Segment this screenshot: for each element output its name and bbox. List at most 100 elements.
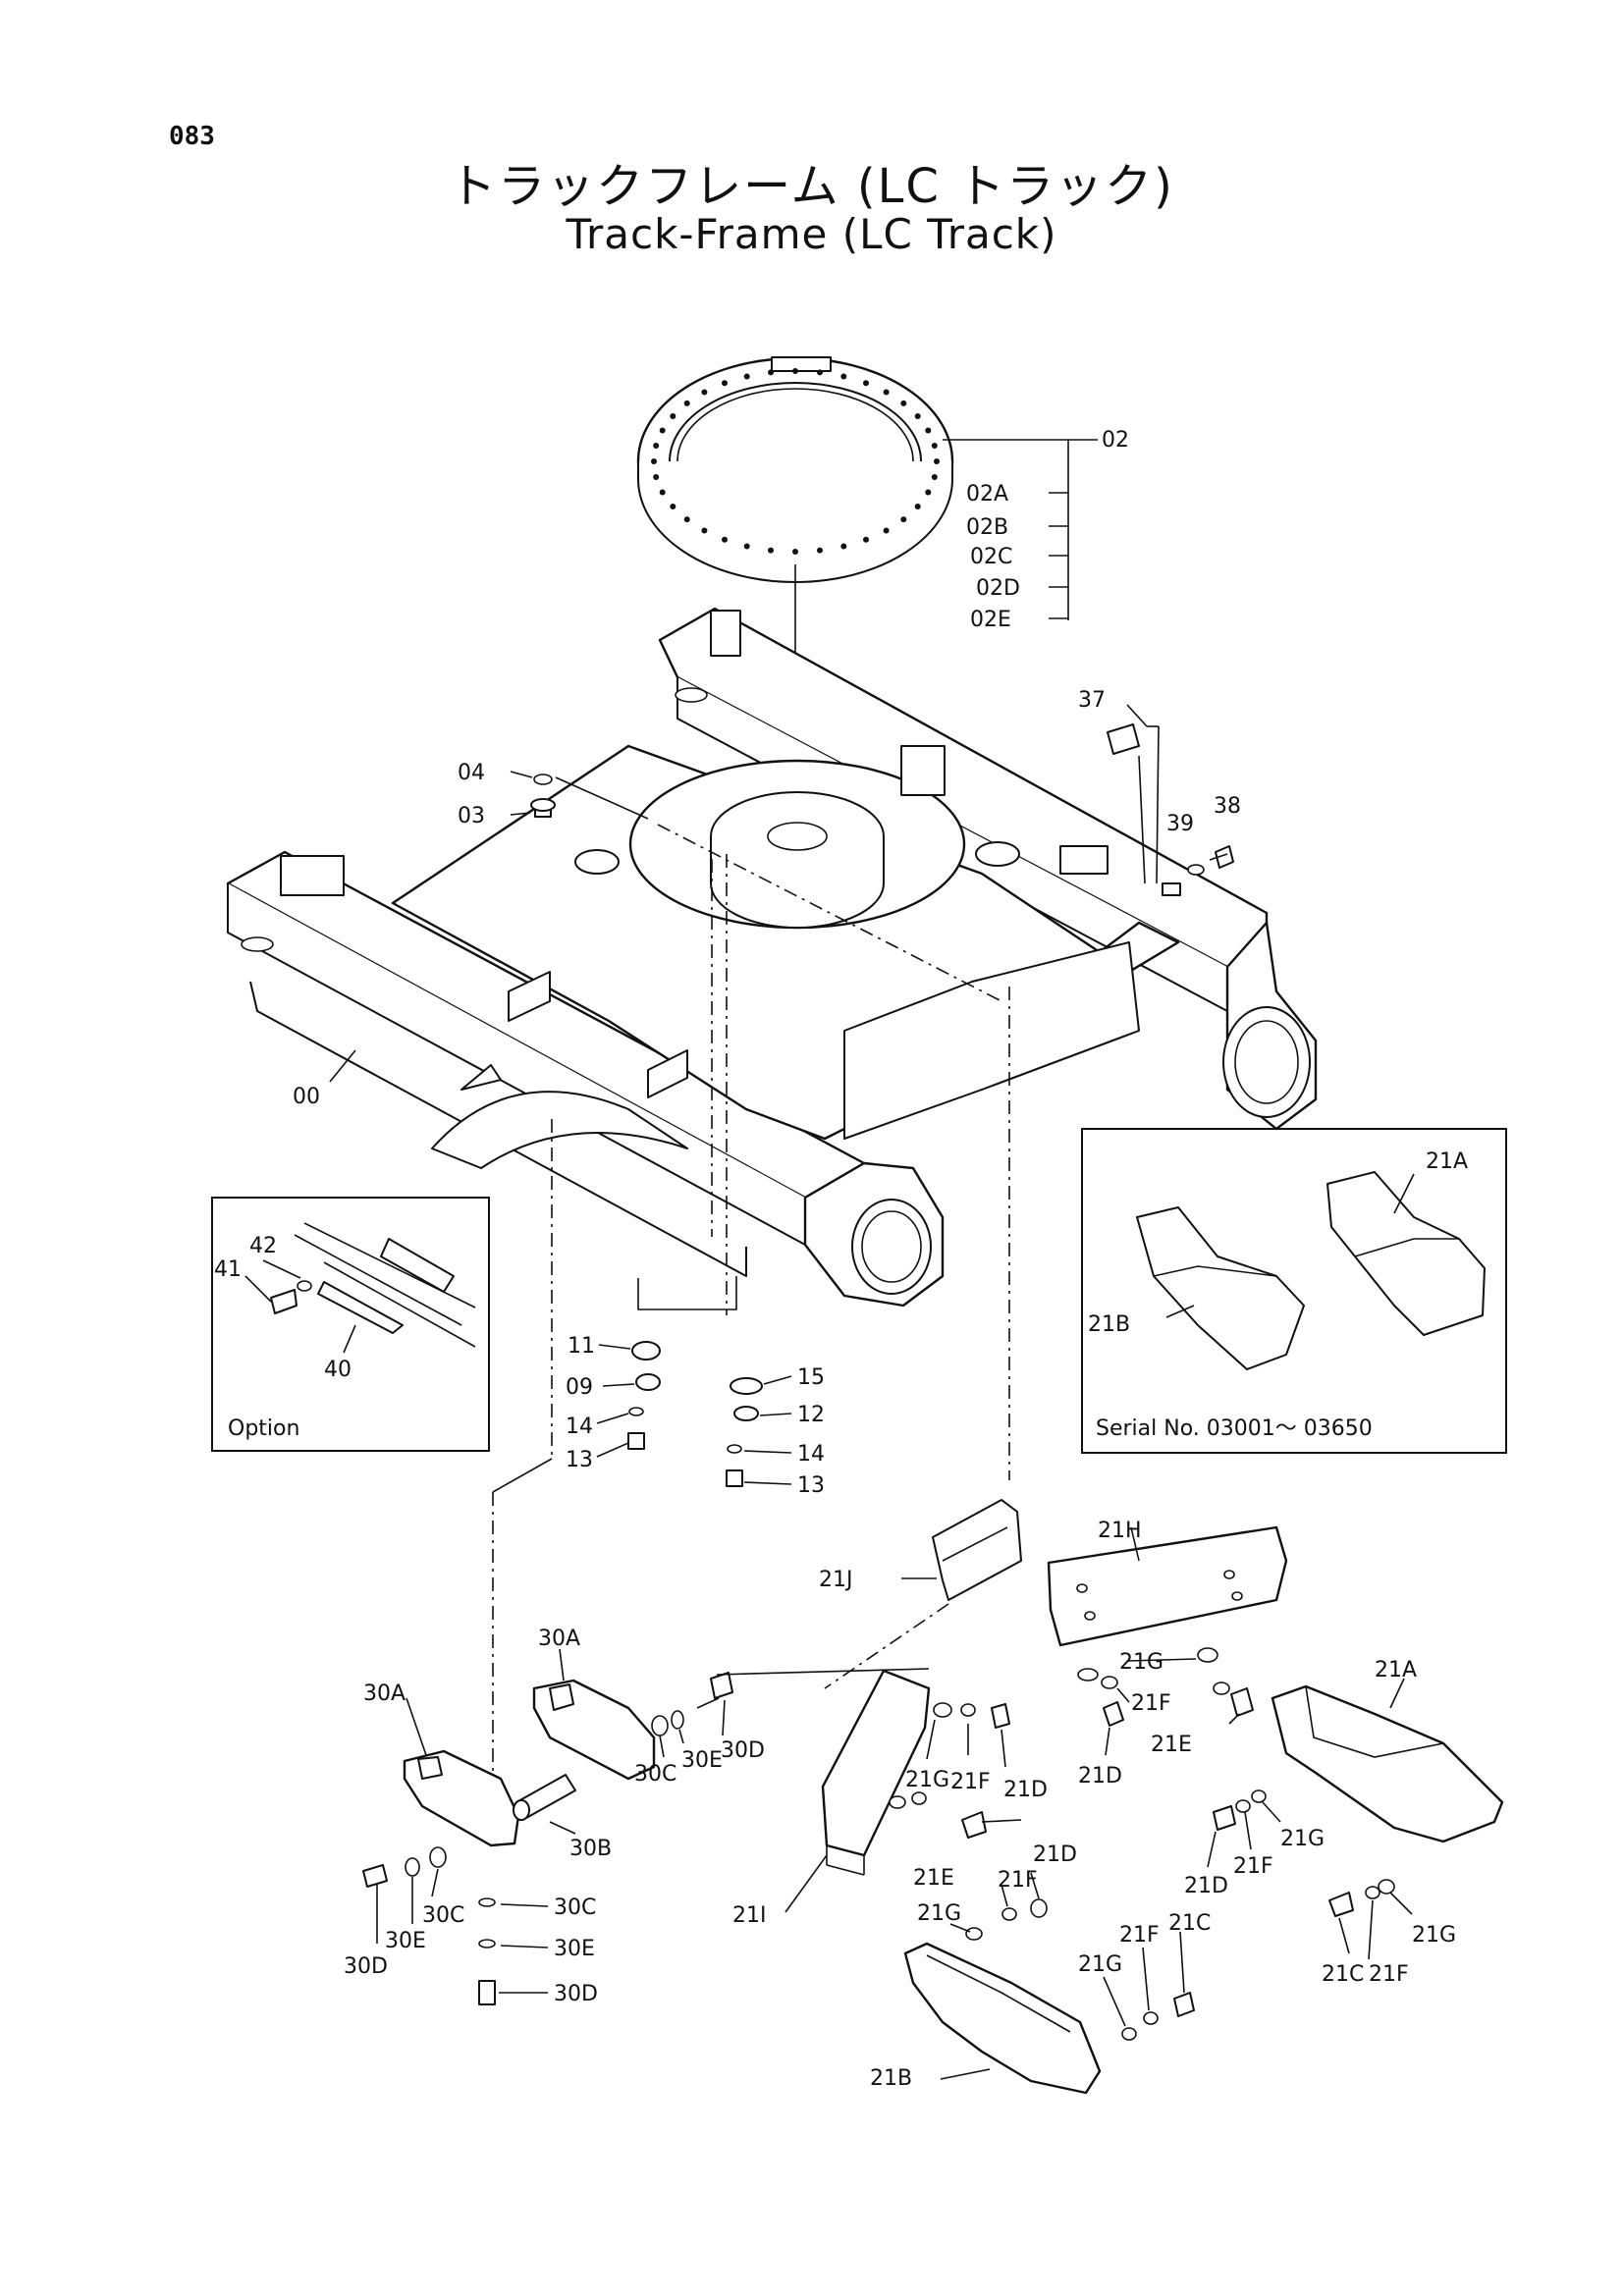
callout-label: 00: [293, 1085, 320, 1109]
ring-bolt-hole: [863, 380, 869, 387]
callout-label: 21G: [1412, 1923, 1456, 1948]
callout-label: 14: [797, 1442, 825, 1467]
callout-label: 21F: [1131, 1691, 1171, 1716]
callout-label: 13: [797, 1473, 825, 1498]
callout-label: 21G: [917, 1901, 961, 1926]
assembly-21B-lower: 21D 21F 21G 21G 21F 21C 21B: [870, 1842, 1211, 2095]
ring-bolt-hole: [768, 547, 774, 554]
ring-bolt-hole: [931, 474, 938, 480]
ring-bolt-hole: [701, 527, 708, 534]
callout-label: 30A: [363, 1682, 406, 1706]
ring-bolt-hole: [792, 549, 798, 555]
callout-label: 21E: [1151, 1733, 1192, 1757]
callout-label: 02B: [966, 515, 1008, 540]
ring-bolt-hole: [651, 458, 657, 464]
ring-bolt-hole: [743, 543, 750, 550]
ring-bolt-hole: [683, 400, 690, 406]
option-label-42: 42: [249, 1234, 277, 1258]
callout-label: 21D: [1078, 1764, 1122, 1789]
ring-bolt-hole: [900, 400, 907, 406]
ring-bolt-hole: [914, 504, 921, 509]
ring-bolt-hole: [925, 427, 932, 434]
callout-label: 30B: [569, 1837, 612, 1861]
callout-label: 21A: [1375, 1658, 1417, 1682]
assembly-21A-lower: 21A 21D 21F 21G 21C 21F 21G: [1184, 1658, 1504, 1987]
ring-bolt-hole: [863, 536, 869, 543]
serial-label-21a: 21A: [1426, 1149, 1468, 1174]
callout-label: 09: [566, 1375, 593, 1400]
option-label-41: 41: [214, 1257, 242, 1282]
callout-label: 15: [797, 1365, 825, 1390]
track-frame-body: [226, 607, 1318, 1308]
assembly-21I: 21G 21F 21D 21E 21I: [716, 1668, 1048, 1928]
callout-04-03: 04 03: [458, 761, 649, 828]
ring-bolt-hole: [701, 389, 708, 396]
ring-bolt-hole: [883, 527, 890, 534]
ring-bolt-hole: [925, 489, 932, 496]
ring-bolt-hole: [683, 516, 690, 523]
callout-label: 02E: [970, 608, 1011, 632]
ring-bolt-hole: [792, 368, 798, 374]
callout-00: 00: [293, 1049, 356, 1109]
ring-bolt-hole: [670, 413, 676, 419]
swing-bearing-ring: [636, 356, 954, 583]
ring-bolt-hole: [934, 458, 940, 464]
serial-inset-box: 21A 21B Serial No. 03001～ 03650: [1081, 1128, 1507, 1454]
ring-bolt-hole: [659, 489, 666, 496]
ring-bolt-hole: [659, 427, 666, 434]
callout-label: 37: [1078, 688, 1106, 713]
ring-bolt-hole: [722, 380, 728, 387]
callout-label: 21F: [1369, 1962, 1409, 1987]
ring-bolt-hole: [670, 504, 676, 509]
callout-label: 21D: [1184, 1874, 1228, 1898]
option-label-40: 40: [324, 1358, 352, 1382]
callout-label: 21D: [1033, 1842, 1077, 1867]
callout-label: 21G: [905, 1768, 949, 1792]
ring-bolt-hole: [817, 369, 823, 376]
callout-label: 30A: [538, 1627, 580, 1651]
callout-label: 38: [1214, 794, 1241, 819]
callout-label: 21C: [1322, 1962, 1364, 1987]
callout-label: 11: [568, 1334, 595, 1359]
callout-label: 02: [1102, 428, 1129, 453]
ring-bolt-hole: [653, 474, 660, 480]
callout-label: 21D: [1003, 1778, 1048, 1802]
page-title-japanese: トラックフレーム (LC トラック): [449, 159, 1174, 214]
callout-label: 30C: [634, 1762, 676, 1787]
callout-label: 39: [1166, 812, 1194, 836]
callout-label: 30D: [721, 1738, 765, 1763]
callout-label: 30E: [385, 1929, 426, 1953]
ring-bolt-hole: [840, 373, 847, 380]
callout-label: 02A: [966, 482, 1008, 507]
callout-label: 21G: [1119, 1650, 1163, 1675]
callout-label: 21G: [1078, 1952, 1122, 1977]
pad-stack-left: 11 09 14 13: [566, 1276, 737, 1472]
callout-label: 21B: [870, 2066, 912, 2091]
callout-label: 21H: [1098, 1519, 1142, 1543]
ring-bolt-hole: [653, 443, 660, 449]
callout-label: 30D: [554, 1982, 598, 2006]
ring-bolt-hole: [931, 443, 938, 449]
ring-bolt-hole: [768, 369, 774, 376]
callout-label: 21C: [1168, 1911, 1211, 1936]
callout-label: 21F: [1233, 1854, 1273, 1879]
callout-label: 21G: [1280, 1827, 1325, 1851]
callout-label: 30E: [681, 1748, 723, 1773]
callout-label: 21I: [732, 1903, 766, 1928]
serial-caption: Serial No. 03001～ 03650: [1096, 1416, 1373, 1441]
assembly-30: 30A 30A 30B 30C 30E 30D 30C 30E 30D 30C …: [344, 1627, 765, 2006]
leader: [492, 1458, 553, 1493]
ring-bolt-hole: [914, 413, 921, 419]
callout-label: 14: [566, 1415, 593, 1439]
callout-02-group: 02 02A 02B 02C 02D 02E: [943, 428, 1129, 632]
callout-label: 30C: [554, 1896, 596, 1920]
callout-label: 21F: [998, 1868, 1038, 1893]
callout-label: 13: [566, 1448, 593, 1472]
option-inset-box: 42 41 40 Option: [211, 1197, 490, 1452]
mount-centerline: [657, 824, 1002, 1002]
callout-label: 04: [458, 761, 485, 785]
assembly-21-upper: 21H 21J 21G 21F 21E 21D: [819, 1499, 1288, 1789]
ring-bolt-hole: [743, 373, 750, 380]
callout-label: 21F: [950, 1770, 991, 1794]
